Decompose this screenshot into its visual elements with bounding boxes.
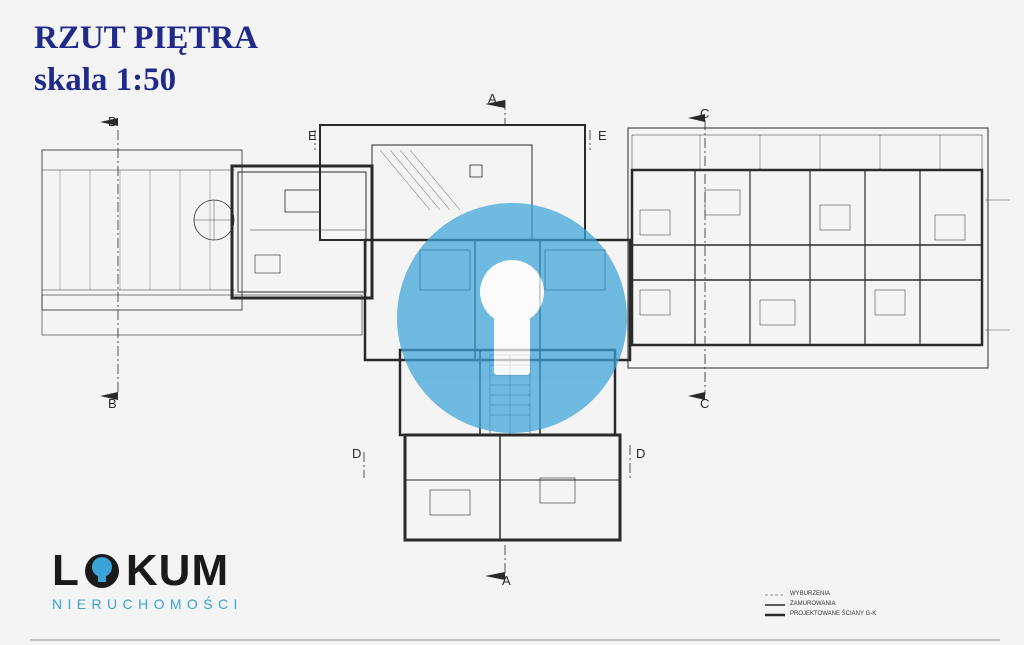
right-wing	[627, 127, 989, 369]
keyhole-icon	[397, 203, 627, 433]
scale-label: skala 1:50	[34, 62, 177, 98]
section-label-b-top: B	[108, 114, 117, 129]
legend-item-demolition: WYBURZENIA	[790, 591, 831, 597]
legend-item-new-walls: PROJEKTOWANE ŚCIANY G-K	[790, 611, 877, 617]
left-apartment	[230, 164, 374, 300]
section-label-d-right: D	[636, 446, 645, 461]
section-label-e-right: E	[598, 128, 607, 143]
page-title: RZUT PIĘTRA	[34, 20, 259, 56]
bottom-wing	[403, 433, 622, 542]
section-label-c-bottom: C	[700, 396, 709, 411]
logo-subtitle: NIERUCHOMOŚCI	[52, 596, 243, 612]
section-label-d-left: D	[352, 446, 361, 461]
section-label-a-top: A	[488, 91, 497, 106]
section-label-e-left: E	[308, 128, 317, 143]
logo-keyhole-icon	[85, 554, 119, 588]
section-label-b-bottom: B	[108, 396, 117, 411]
legend-item-bricked: ZAMUROWANIA	[790, 601, 836, 607]
section-label-a-bottom: A	[502, 573, 511, 588]
left-roof-wing	[41, 149, 243, 311]
section-label-c-top: C	[700, 106, 709, 121]
logo-wordmark: L KUM	[52, 546, 230, 595]
